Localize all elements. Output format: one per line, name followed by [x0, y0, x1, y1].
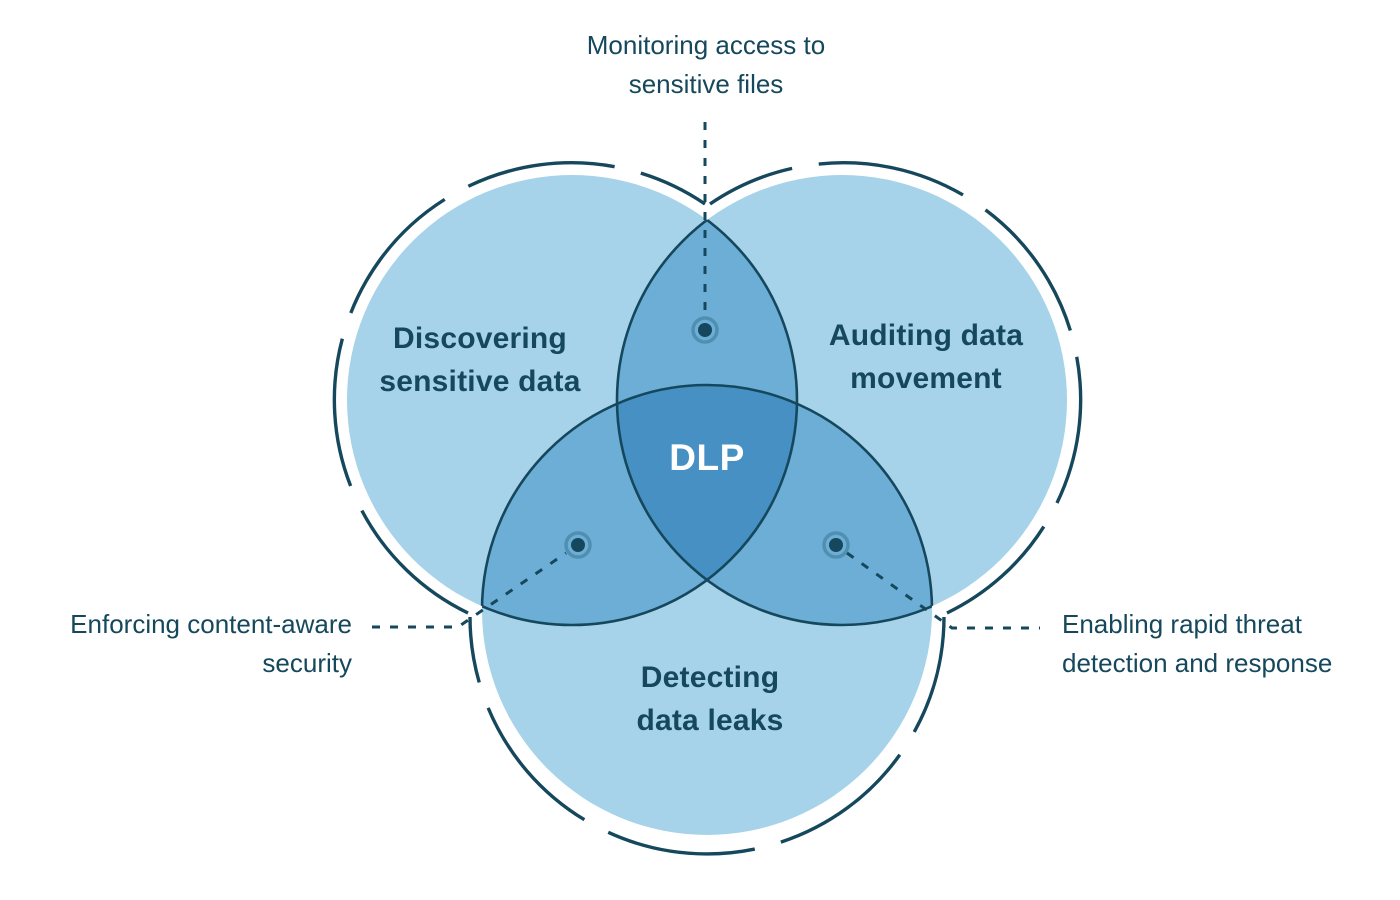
- enforcing-annotation-line2: security: [262, 648, 352, 678]
- monitoring-dot-icon: [698, 323, 712, 337]
- annotation-connectors: [372, 122, 1040, 630]
- annotation-dots: [564, 316, 850, 559]
- enabling-connector-line: [846, 551, 1040, 630]
- detecting-label-line2: data leaks: [636, 704, 784, 737]
- enabling-annotation-line1: Enabling rapid threat: [1062, 609, 1302, 639]
- monitoring-dot-halo: [691, 316, 719, 344]
- discovering-label-line2: sensitive data: [379, 365, 581, 398]
- monitoring-annotation-line2: sensitive files: [628, 69, 784, 99]
- auditing-label-line1: Auditing data: [828, 319, 1024, 352]
- enabling-annotation-line2: detection and response: [1062, 648, 1333, 678]
- dlp-center-label: DLP: [669, 437, 745, 478]
- detecting-dashed-arc: [468, 616, 946, 856]
- auditing-dashed-arc: [709, 161, 1083, 615]
- enabling-dot-icon: [829, 538, 843, 552]
- auditing-overlap-outline: [615, 175, 932, 627]
- monitoring-annotation-line1: Monitoring access to: [586, 30, 826, 60]
- venn-circles: [347, 175, 1067, 835]
- outer-dashed-arcs: [332, 161, 1083, 856]
- circle-detecting-data-leaks: [482, 385, 932, 835]
- auditing-data-movement-label: Auditing data movement: [746, 314, 1106, 400]
- detecting-data-leaks-label: Detecting data leaks: [530, 656, 890, 742]
- discovering-label-line1: Discovering: [393, 322, 567, 355]
- annotation-enforcing-security: Enforcing content-aware security: [0, 605, 352, 683]
- enforcing-dot-icon: [571, 538, 585, 552]
- enforcing-annotation-line1: Enforcing content-aware: [70, 609, 352, 639]
- auditing-label-line2: movement: [850, 362, 1002, 395]
- enabling-dot-halo: [822, 531, 850, 559]
- discovering-sensitive-data-label: Discovering sensitive data: [300, 317, 660, 403]
- discovering-dashed-arc: [332, 161, 706, 615]
- discovering-overlap-outline: [482, 175, 799, 627]
- annotation-monitoring-access: Monitoring access to sensitive files: [506, 26, 906, 104]
- annotation-enabling-threat-detection: Enabling rapid threat detection and resp…: [1062, 605, 1400, 683]
- detecting-label-line1: Detecting: [640, 661, 780, 694]
- enforcing-dot-halo: [564, 531, 592, 559]
